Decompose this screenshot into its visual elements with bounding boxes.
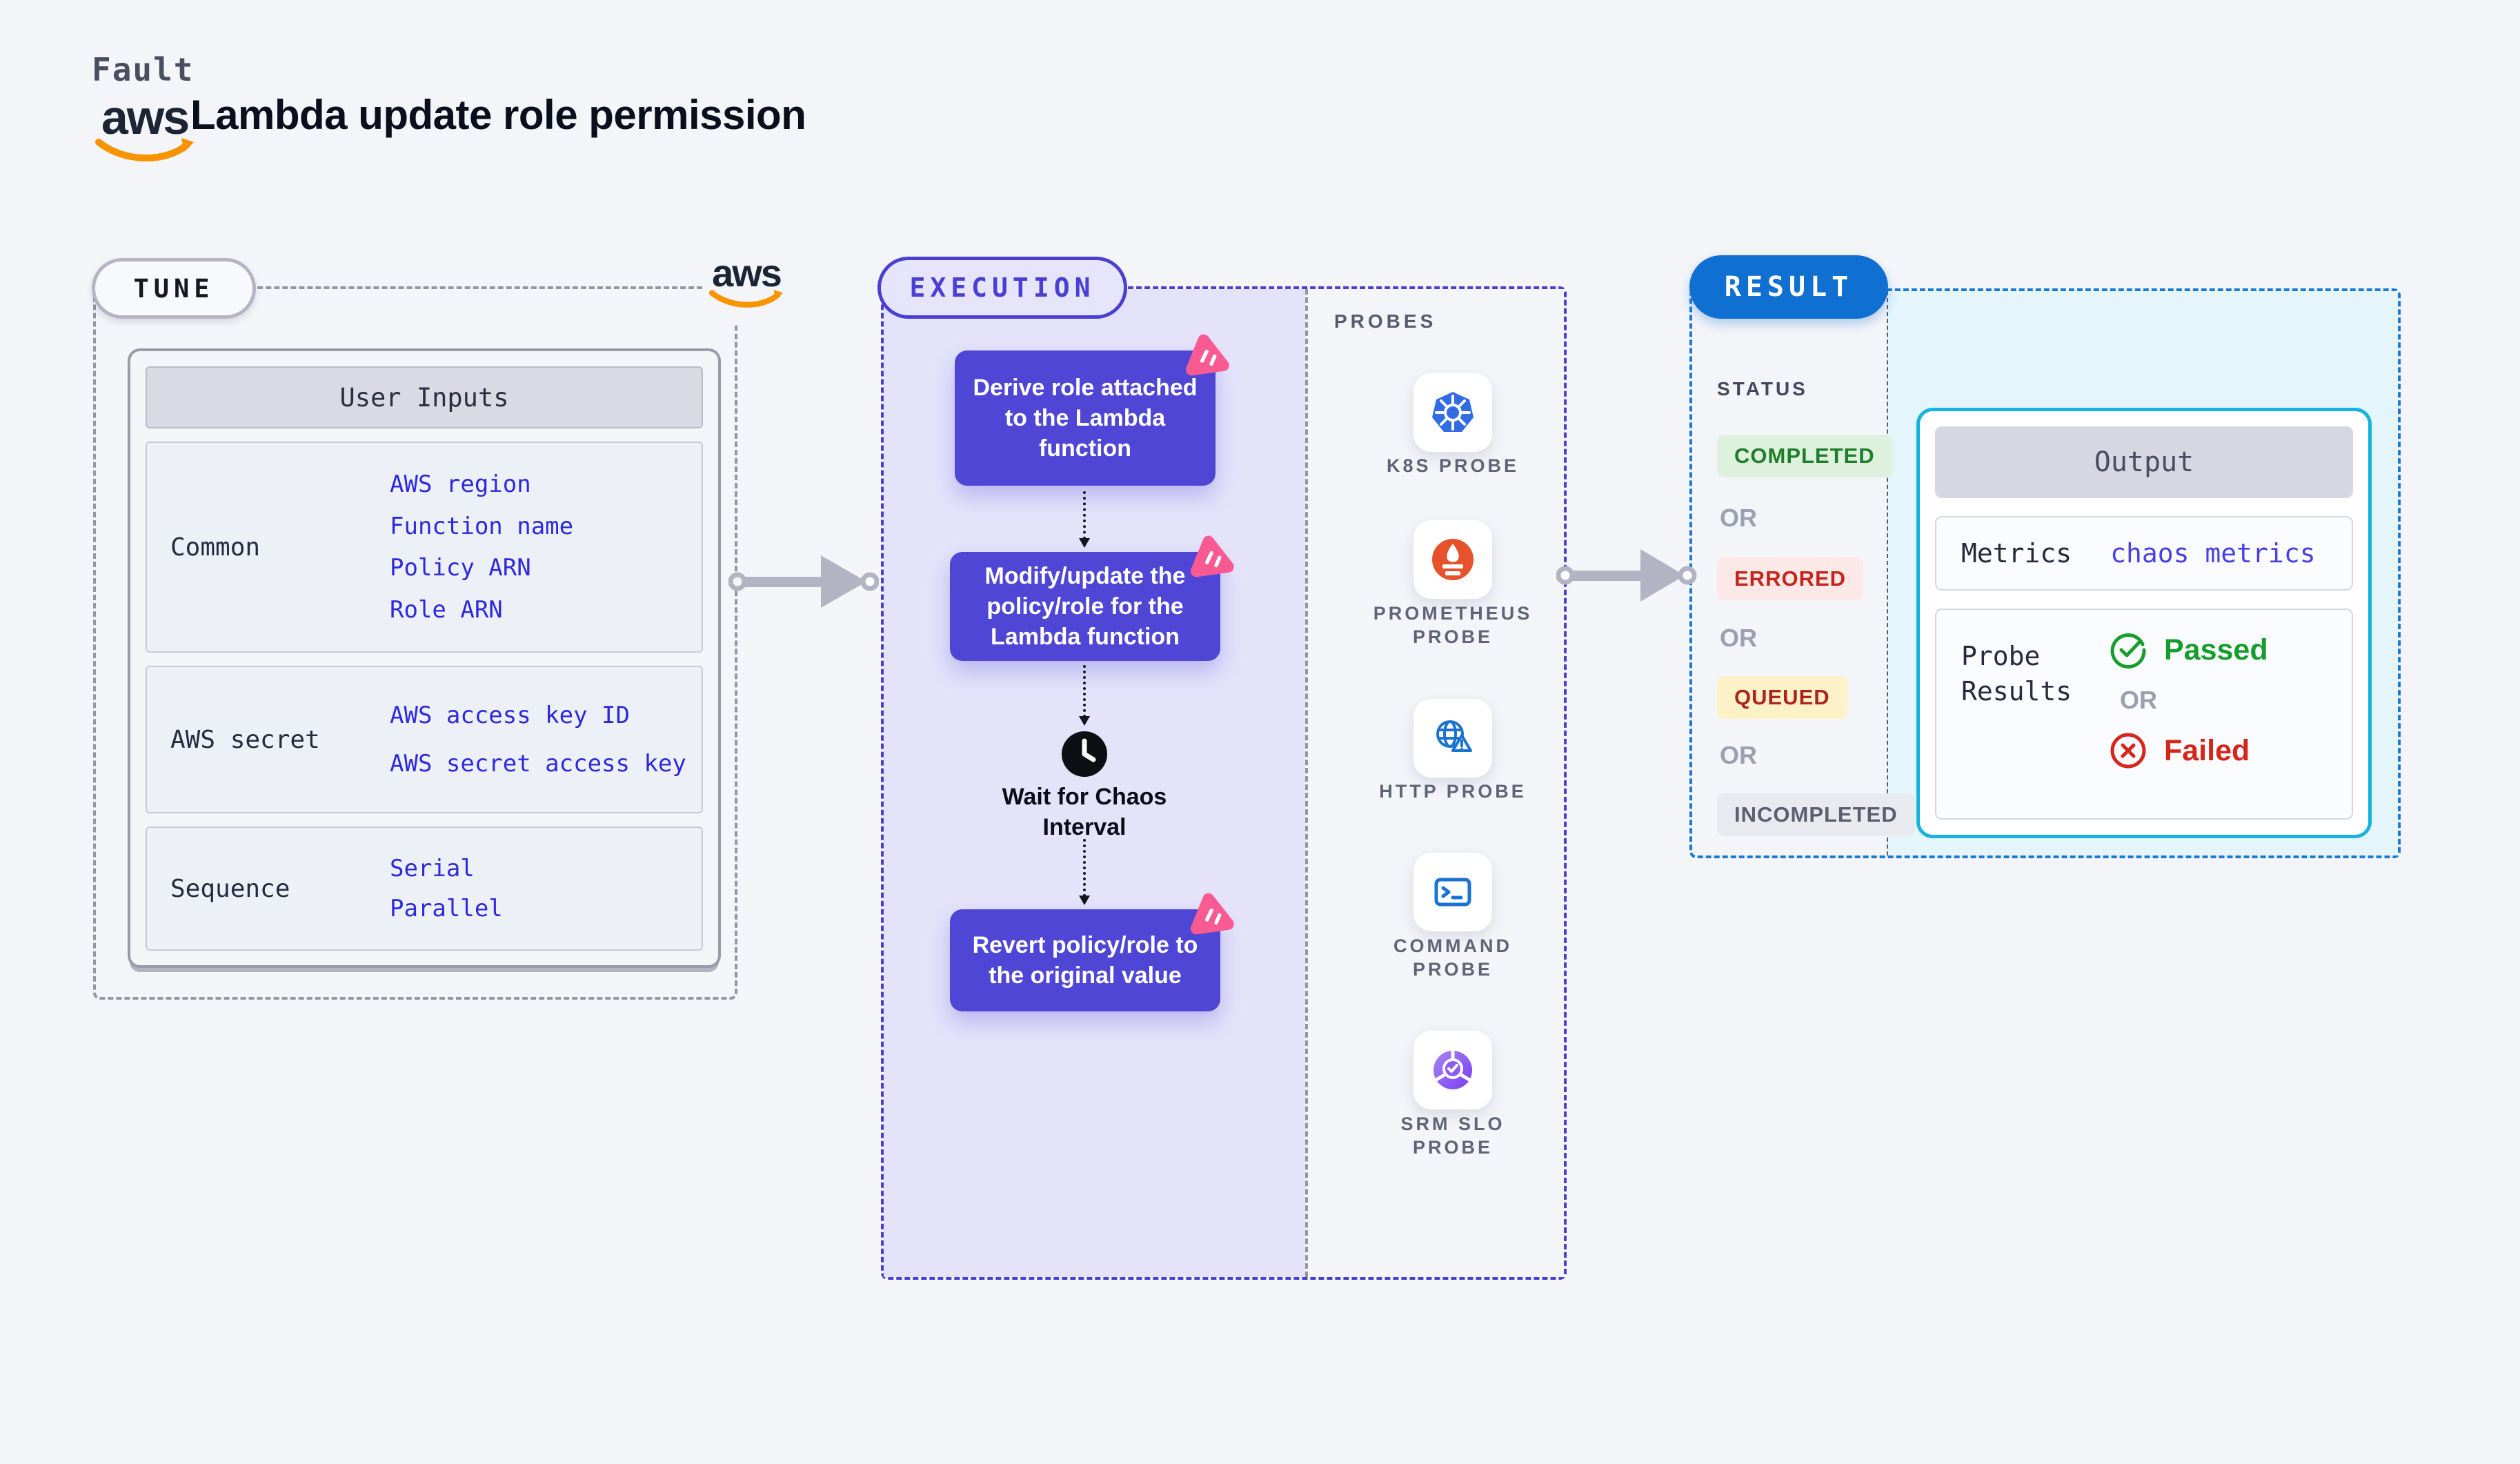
- input-link-policy-arn[interactable]: Policy ARN: [390, 554, 531, 582]
- step-modify-policy: Modify/update the policy/role for the La…: [950, 535, 1234, 661]
- input-link-role-arn[interactable]: Role ARN: [390, 595, 503, 624]
- flow-connector: [1079, 665, 1090, 726]
- http-globe-warning-icon: [1436, 720, 1472, 752]
- http-probe-tile: [1413, 699, 1492, 778]
- aws-logo-small-text: aws: [712, 250, 782, 295]
- user-inputs-card: User Inputs Common AWS region Function n…: [128, 348, 721, 968]
- metrics-row: Metrics chaos metrics: [1935, 516, 2353, 591]
- command-probe-tile: [1413, 853, 1492, 931]
- aws-logo: aws: [88, 90, 201, 167]
- step-label: Derive role attached to the Lambda funct…: [973, 374, 1198, 462]
- table-row-sequence: Sequence Serial Parallel: [146, 827, 703, 951]
- prometheus-icon: [1432, 539, 1474, 580]
- clock-icon: [1060, 730, 1109, 778]
- passed-label: Passed: [2164, 633, 2268, 666]
- chaos-logo-icon: [1190, 893, 1234, 935]
- input-link-secret-access-key[interactable]: AWS secret access key: [390, 749, 686, 778]
- execution-badge: EXECUTION: [877, 257, 1127, 319]
- probes-panel: [1305, 289, 1564, 1277]
- chaos-logo-icon: [1185, 334, 1229, 376]
- arrow-tune-to-execution: [728, 555, 879, 608]
- chaos-logo-icon: [1190, 535, 1234, 577]
- status-badge-incompleted: INCOMPLETED: [1717, 793, 1915, 836]
- chaos-metrics-link[interactable]: chaos metrics: [2110, 538, 2316, 568]
- k8s-probe-tile: [1413, 373, 1492, 452]
- step-derive-role: Derive role attached to the Lambda funct…: [955, 334, 1229, 486]
- input-link-parallel[interactable]: Parallel: [390, 895, 503, 923]
- probe-results-row: Probe Results Passed OR Failed: [1935, 609, 2353, 820]
- status-or-separator: OR: [1720, 741, 1757, 769]
- row-label: AWS secret: [170, 725, 320, 754]
- probe-label: K8S PROBE: [1386, 455, 1520, 476]
- tune-badge: TUNE: [92, 258, 256, 319]
- aws-logo-small: aws: [702, 247, 791, 323]
- arrow-execution-to-result: [1556, 549, 1697, 602]
- status-badge-completed: COMPLETED: [1717, 435, 1892, 477]
- passed-line: Passed: [2109, 631, 2268, 669]
- failed-label: Failed: [2164, 733, 2250, 767]
- result-badge: RESULT: [1689, 255, 1888, 319]
- status-badge-errored: ERRORED: [1717, 557, 1864, 600]
- srm-slo-icon: [1433, 1049, 1472, 1089]
- step-label: Modify/update the policy/role for the La…: [984, 562, 1186, 651]
- input-link-aws-region[interactable]: AWS region: [390, 471, 531, 499]
- flow-connector: [1079, 491, 1090, 548]
- aws-swoosh-icon: [708, 290, 784, 308]
- table-row-common: Common AWS region Function name Policy A…: [146, 442, 703, 653]
- probe-label: HTTP PROBE: [1379, 781, 1527, 802]
- metrics-label: Metrics: [1961, 538, 2072, 568]
- probe-label: SRM SLO PROBE: [1400, 1114, 1505, 1158]
- terminal-icon: [1434, 878, 1471, 907]
- status-or-separator: OR: [1720, 624, 1757, 652]
- output-card: Output Metrics chaos metrics Probe Resul…: [1916, 408, 2372, 838]
- input-link-serial[interactable]: Serial: [390, 854, 475, 882]
- fault-eyebrow: Fault: [92, 51, 195, 88]
- aws-logo-text: aws: [101, 90, 190, 144]
- probe-results-label: Probe Results: [1961, 641, 2072, 707]
- probe-or-separator: OR: [2120, 686, 2157, 714]
- row-label: Sequence: [170, 874, 290, 903]
- row-label: Common: [170, 533, 261, 562]
- probes-title: PROBES: [1334, 310, 1437, 332]
- page-title: Lambda update role permission: [190, 92, 806, 138]
- status-title: STATUS: [1717, 378, 1808, 399]
- user-inputs-header: User Inputs: [146, 366, 703, 428]
- probe-label: PROMETHEUS PROBE: [1373, 603, 1533, 647]
- check-circle-icon: [2110, 633, 2146, 669]
- x-circle-icon: [2110, 733, 2146, 769]
- kubernetes-icon: [1432, 392, 1474, 432]
- aws-swoosh-icon: [95, 138, 194, 161]
- flow-connector: [1079, 839, 1090, 905]
- input-link-access-key-id[interactable]: AWS access key ID: [390, 701, 630, 729]
- output-header: Output: [1935, 426, 2353, 498]
- status-or-separator: OR: [1720, 504, 1757, 532]
- step-label: Revert policy/role to the original value: [972, 931, 1198, 989]
- step-revert-policy: Revert policy/role to the original value: [950, 893, 1234, 1011]
- table-row-aws-secret: AWS secret AWS access key ID AWS secret …: [146, 666, 703, 813]
- status-badge-queued: QUEUED: [1717, 676, 1847, 719]
- failed-line: Failed: [2109, 731, 2268, 770]
- input-link-function-name[interactable]: Function name: [390, 512, 574, 540]
- probe-label: COMMAND PROBE: [1393, 936, 1512, 980]
- wait-chaos-interval-label: Wait for Chaos Interval: [1002, 784, 1167, 840]
- tune-section-border: [93, 286, 737, 1000]
- prometheus-probe-tile: [1413, 520, 1492, 599]
- srm-slo-probe-tile: [1413, 1031, 1492, 1109]
